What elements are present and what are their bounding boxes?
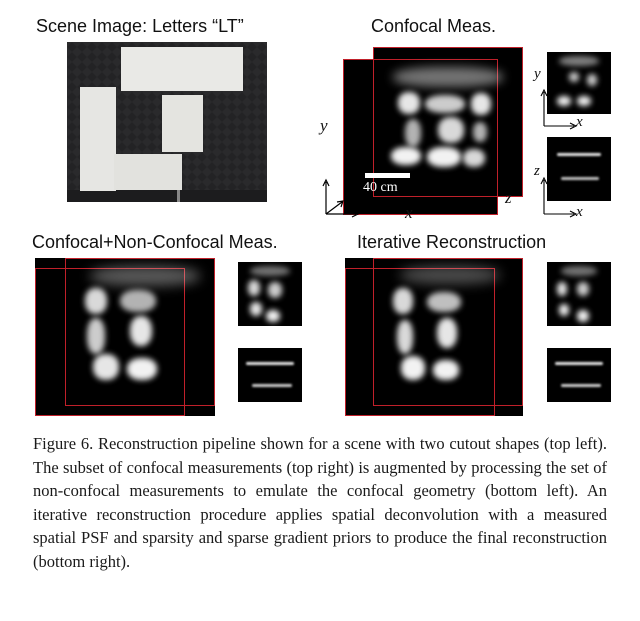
thumb-xy-x-label: x bbox=[576, 114, 583, 130]
combined-volume bbox=[35, 258, 215, 416]
letter-t-stem-panel bbox=[162, 95, 203, 152]
confocal-xy-thumbnail bbox=[547, 52, 611, 114]
thumb-xz-axes-icon bbox=[540, 176, 578, 218]
confocal-z-axis-label: z bbox=[505, 188, 512, 207]
confocal-y-axis-label: y bbox=[320, 116, 328, 135]
letter-t-top-panel bbox=[121, 47, 243, 91]
confocal-xz-thumbnail bbox=[547, 137, 611, 201]
thumb-xy-axes-icon bbox=[540, 88, 578, 130]
confocal-volume: 40 cm bbox=[343, 47, 523, 215]
thumb-xz-z-label: z bbox=[534, 163, 540, 179]
confocal-axes-icon bbox=[322, 178, 360, 218]
thumb-xz-x-label: x bbox=[576, 204, 583, 220]
figure-caption: Figure 6. Reconstruction pipeline shown … bbox=[33, 434, 607, 571]
iterative-xz-thumbnail bbox=[547, 348, 611, 402]
iterative-volume bbox=[345, 258, 523, 416]
iterative-recon-title: Iterative Reconstruction bbox=[357, 232, 547, 252]
combined-xz-thumbnail bbox=[238, 348, 302, 402]
combined-meas-title: Confocal+Non-Confocal Meas. bbox=[32, 232, 278, 252]
scale-bar bbox=[365, 173, 410, 178]
letter-l-base-panel bbox=[114, 154, 182, 190]
thumb-xy-y-label: y bbox=[534, 66, 541, 82]
confocal-meas-title: Confocal Meas. bbox=[371, 16, 497, 36]
iterative-xy-thumbnail bbox=[547, 262, 611, 326]
combined-xy-thumbnail bbox=[238, 262, 302, 326]
scene-image-title: Scene Image: Letters “LT” bbox=[36, 16, 244, 36]
scale-bar-label: 40 cm bbox=[363, 180, 398, 195]
letter-l-vertical-panel bbox=[80, 87, 116, 191]
scene-photo-drawing bbox=[67, 42, 267, 202]
confocal-x-axis-label: x bbox=[405, 203, 413, 222]
scene-photo bbox=[67, 42, 267, 202]
